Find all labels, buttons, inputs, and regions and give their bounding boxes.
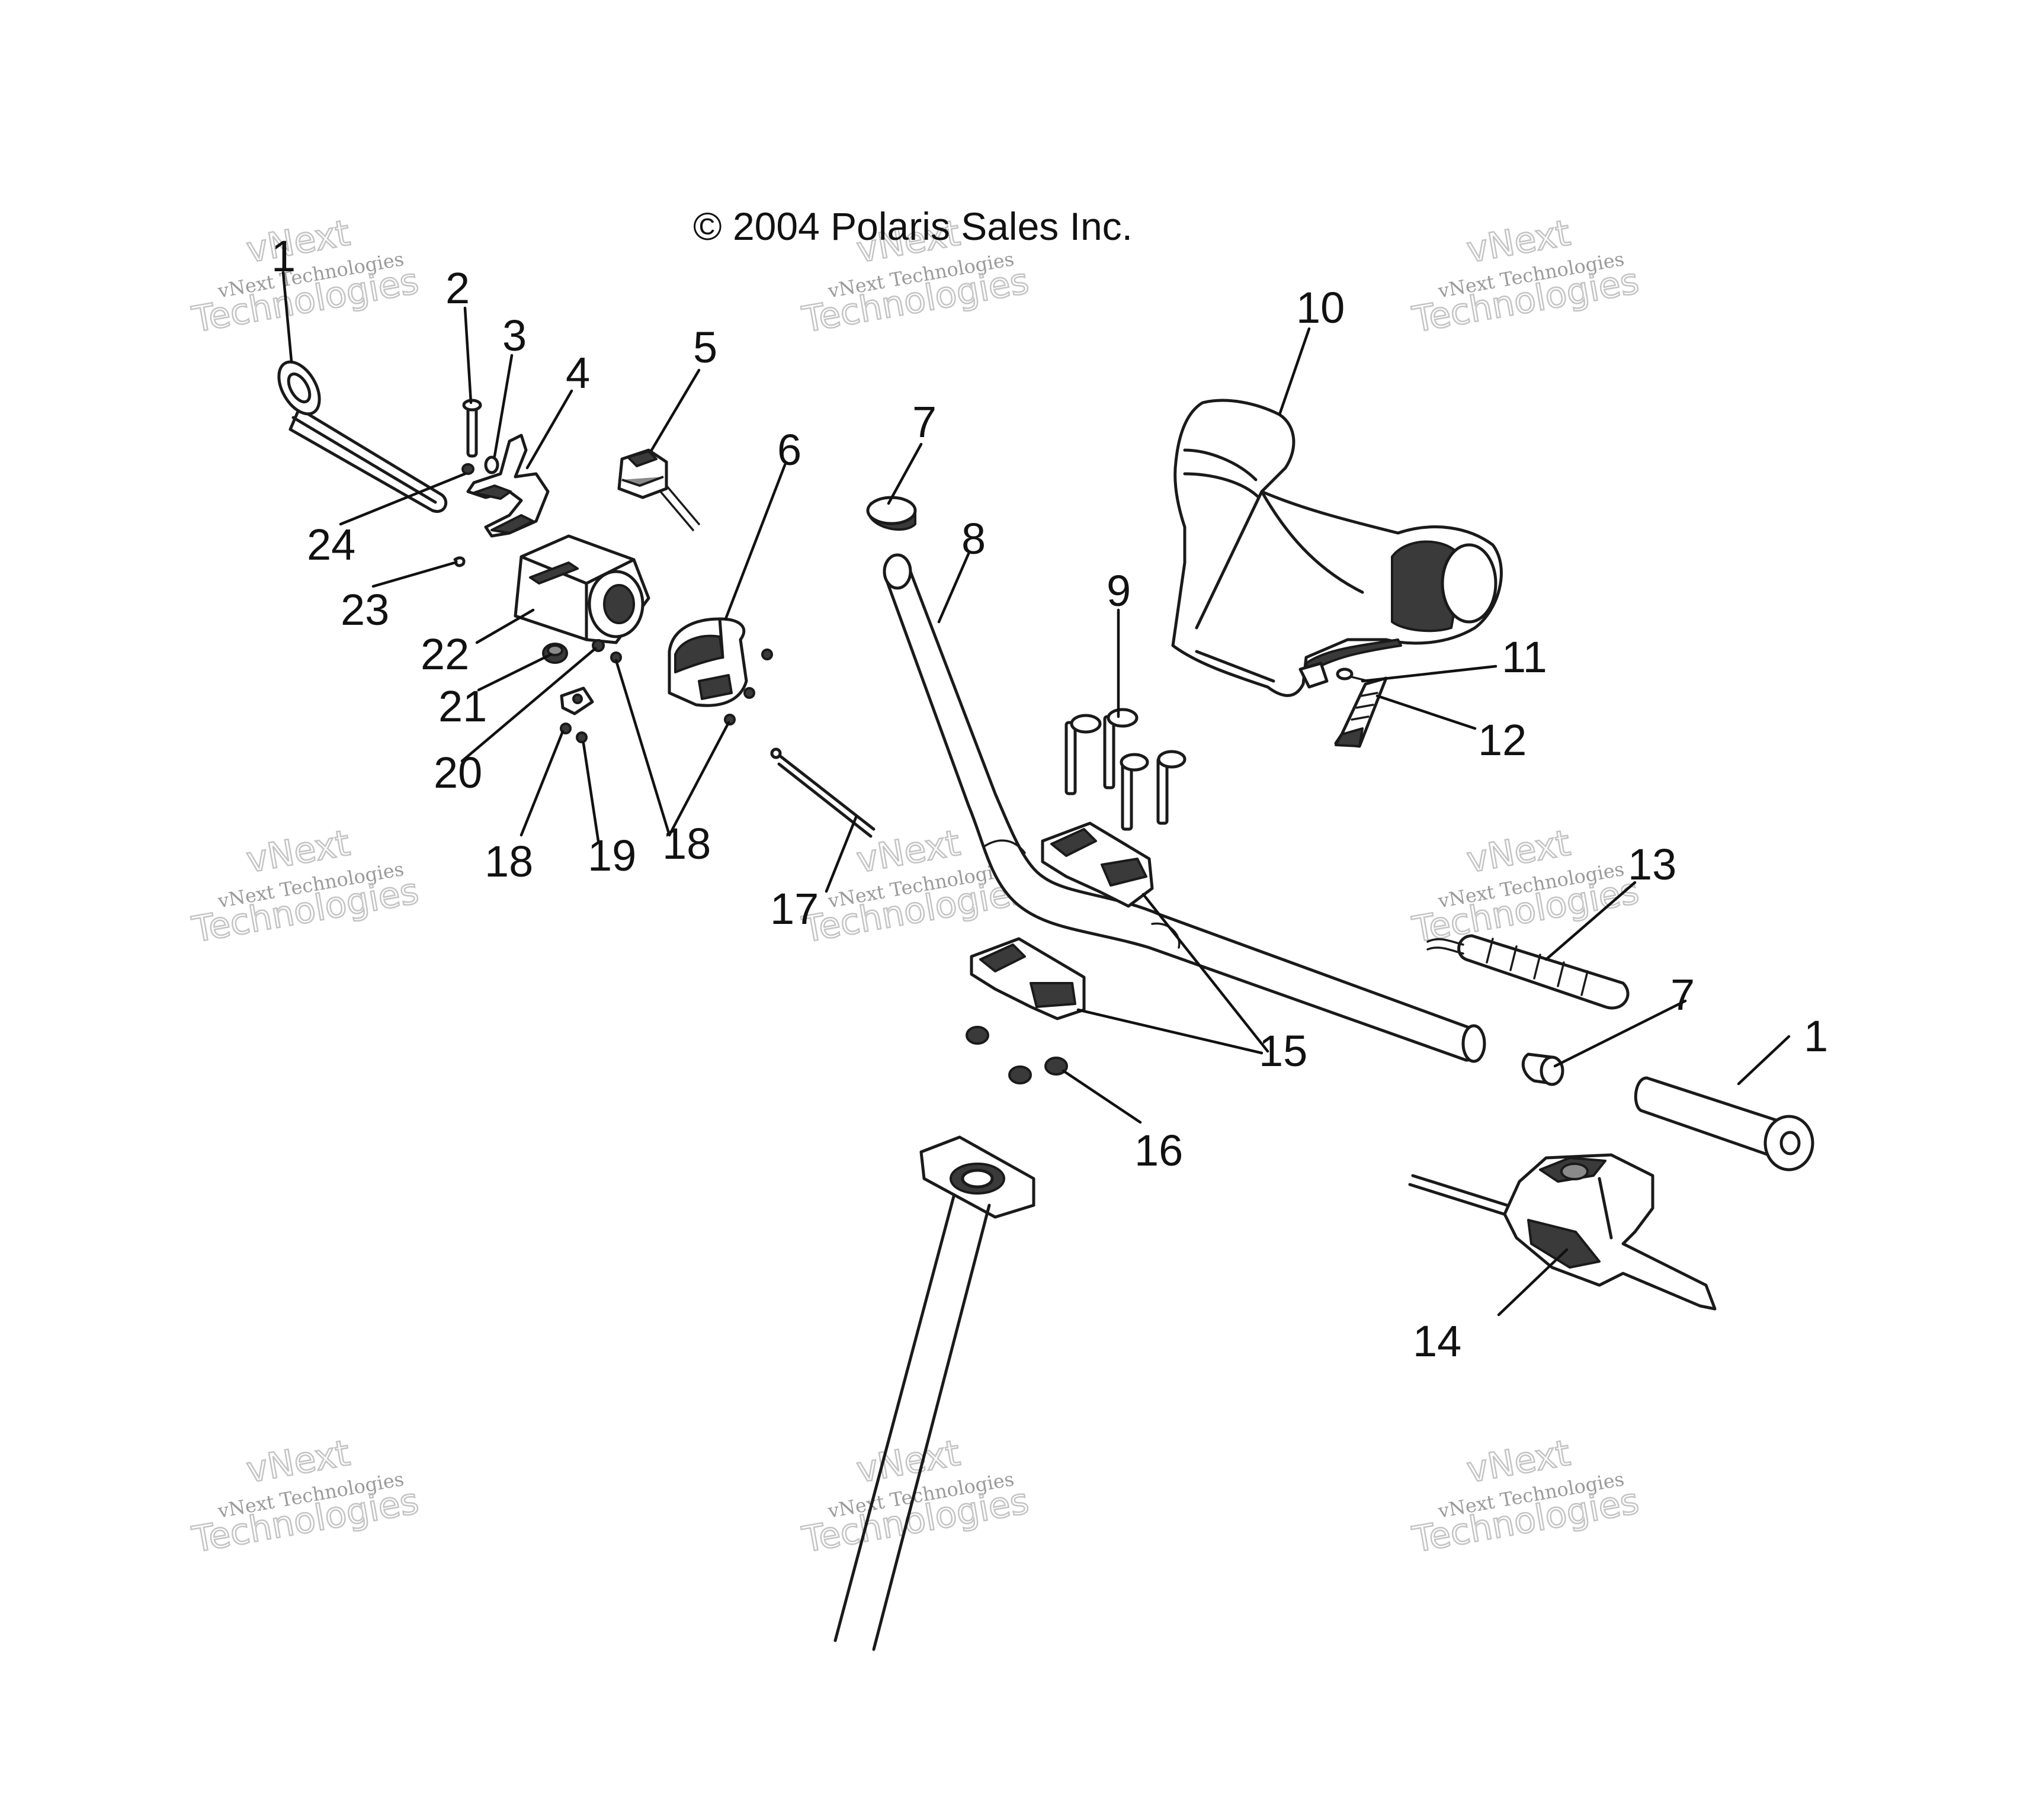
switch-housing-part <box>668 617 748 707</box>
callout-7-right: 7 <box>1670 970 1695 1019</box>
callout-4: 4 <box>566 348 590 397</box>
brake-lever-part <box>1408 1153 1717 1311</box>
bushing-21-part <box>542 643 568 664</box>
pin-11-part <box>1336 667 1370 682</box>
callout-1-right: 1 <box>1804 1012 1828 1061</box>
grip-right-part <box>1634 1076 1814 1171</box>
callout-24: 24 <box>307 520 355 569</box>
handlebar-part <box>883 553 1486 1063</box>
callout-19: 19 <box>588 831 636 880</box>
copyright-text: © 2004 Polaris Sales Inc. <box>693 204 1133 248</box>
callout-2: 2 <box>445 264 470 313</box>
handlebar-pad-part <box>1171 399 1503 697</box>
callout-11: 11 <box>1502 633 1547 682</box>
callout-22: 22 <box>421 630 469 679</box>
callout-12: 12 <box>1478 715 1527 765</box>
callout-8: 8 <box>961 514 986 563</box>
callout-13: 13 <box>1628 840 1676 889</box>
callout-16: 16 <box>1134 1126 1183 1175</box>
callout-10: 10 <box>1296 283 1345 332</box>
throttle-lever-part <box>466 434 550 538</box>
callout-7-top: 7 <box>912 397 937 447</box>
end-plug-top-part <box>866 496 917 531</box>
callout-labels: 1 2 3 4 5 6 7 8 9 10 11 12 13 7 1 14 15 … <box>271 232 1828 1366</box>
end-plug-right-part <box>1521 1052 1564 1086</box>
callout-21: 21 <box>438 682 487 731</box>
cover-plate-part <box>560 686 594 715</box>
grip-left-part <box>277 360 448 513</box>
callout-9: 9 <box>1107 566 1131 615</box>
callout-1-left: 1 <box>271 232 296 281</box>
callout-5: 5 <box>693 323 717 372</box>
switch-part <box>617 448 700 531</box>
callout-18-right: 18 <box>662 819 711 868</box>
steering-post-part <box>833 1135 1035 1651</box>
leader-lines <box>281 271 1791 1317</box>
nut-24-part <box>461 463 474 475</box>
clip-part <box>453 556 466 567</box>
callout-15: 15 <box>1259 1026 1307 1076</box>
clamp-lower-part <box>970 937 1086 1020</box>
pin-part <box>462 399 482 458</box>
callout-14: 14 <box>1413 1317 1461 1366</box>
callout-3: 3 <box>502 311 527 360</box>
washer-part <box>484 455 499 474</box>
callout-18-left: 18 <box>485 837 533 886</box>
throttle-housing-part <box>514 534 650 644</box>
nuts-part <box>966 1026 1068 1084</box>
heated-grip-part <box>1426 934 1630 1010</box>
callout-17: 17 <box>770 884 819 933</box>
callout-20: 20 <box>434 748 482 797</box>
bolts-part <box>1064 708 1187 831</box>
callout-6: 6 <box>777 425 801 474</box>
callout-23: 23 <box>341 585 389 634</box>
clamp-upper-part <box>1041 821 1154 908</box>
strap-part <box>1334 676 1388 748</box>
cable-part <box>770 747 876 838</box>
